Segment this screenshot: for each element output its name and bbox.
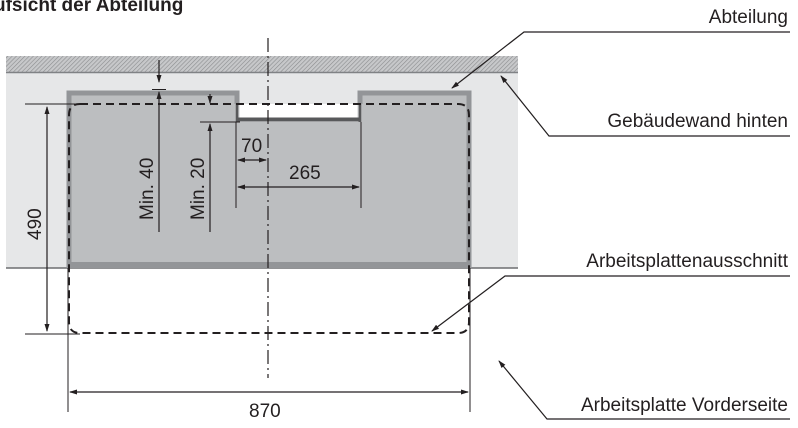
leader-front — [498, 360, 790, 420]
dim-min20-value: Min. 20 — [188, 157, 209, 220]
leader-abteilung — [451, 31, 790, 89]
diagram-title: ufsicht der Abteilung — [0, 0, 184, 16]
rear-wall — [6, 56, 518, 72]
label-front: Arbeitsplatte Vorderseite — [580, 395, 788, 416]
unit-notch — [240, 104, 357, 118]
label-cutout: Arbeitsplattenausschnitt — [586, 251, 788, 272]
label-abteilung: Abteilung — [708, 7, 788, 28]
dim-490-value: 490 — [25, 208, 46, 240]
cutout-outline — [68, 103, 470, 334]
label-rear-wall: Gebäudewand hinten — [607, 111, 788, 132]
leader-cutout — [431, 275, 790, 332]
dim-870-value: 870 — [249, 401, 281, 422]
dim-min40-value: Min. 40 — [137, 157, 158, 220]
unit-body — [67, 91, 471, 268]
dim-70-value: 70 — [241, 136, 263, 157]
leader-wall — [500, 75, 790, 137]
dim-265-value: 265 — [289, 163, 321, 184]
